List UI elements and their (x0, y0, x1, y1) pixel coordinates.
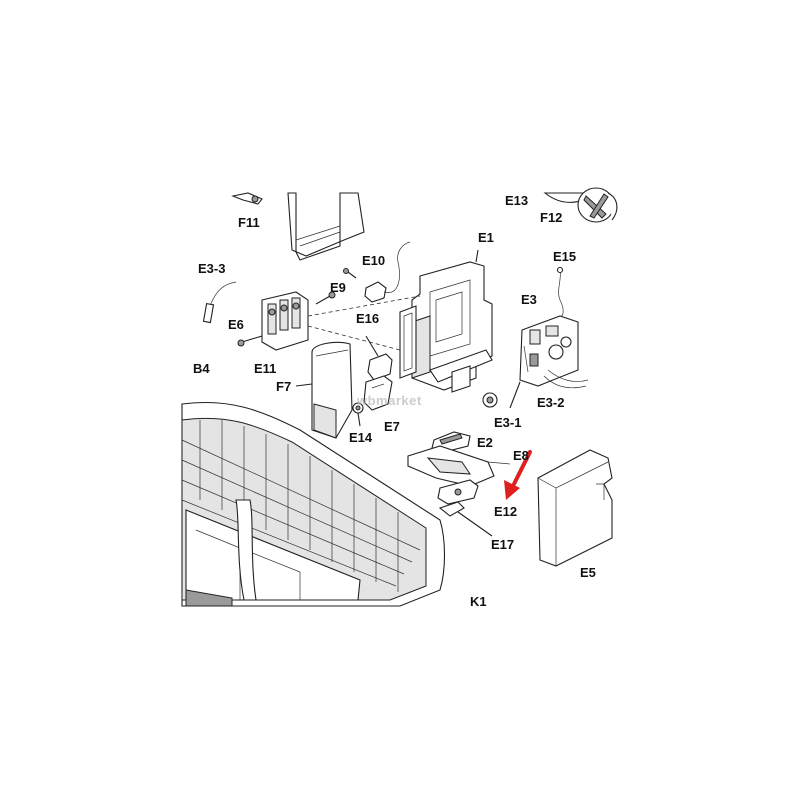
part-e16 (365, 335, 393, 381)
part-e3-pcb (509, 299, 589, 409)
label-e11: E11 (254, 361, 277, 376)
part-e6 (261, 291, 421, 351)
label-e3: E3 (521, 292, 537, 307)
label-f11: F11 (238, 215, 260, 230)
part-e5 (537, 449, 613, 567)
part-e11 (237, 335, 263, 347)
label-e10: E10 (362, 253, 386, 268)
part-f11 (231, 192, 263, 205)
label-e7: E7 (384, 419, 400, 434)
part-e7 (363, 375, 393, 411)
part-e10 (364, 241, 411, 303)
label-e3-1: E3-1 (494, 415, 522, 430)
highlight-arrow (504, 450, 532, 500)
part-e17 (438, 501, 493, 537)
part-e15 (556, 266, 564, 301)
label-e16: E16 (356, 311, 380, 326)
label-e14: E14 (349, 430, 373, 445)
label-e17: E17 (491, 537, 515, 552)
label-e12: E12 (494, 504, 518, 519)
part-e1-box (399, 249, 493, 393)
part-e8 (407, 445, 511, 487)
label-k1: K1 (470, 594, 487, 609)
label-e15: E15 (553, 249, 577, 264)
part-k1-unit (181, 401, 445, 607)
label-f12: F12 (540, 210, 563, 225)
label-e2: E2 (477, 435, 493, 450)
part-e12 (437, 479, 479, 505)
part-e9 (315, 268, 357, 305)
part-top-bracket (287, 192, 365, 261)
label-e6: E6 (228, 317, 244, 332)
label-b4: B4 (193, 361, 210, 376)
label-e9: E9 (330, 280, 346, 295)
part-small-bushing (482, 392, 498, 408)
label-e8: E8 (513, 448, 529, 463)
part-e3-3 (202, 281, 237, 324)
label-e13: E13 (505, 193, 529, 208)
label-e5: E5 (580, 565, 596, 580)
label-e3-3: E3-3 (198, 261, 226, 276)
label-e1: E1 (478, 230, 494, 245)
watermark: wbmarket (357, 393, 422, 408)
label-e3-2: E3-2 (537, 395, 565, 410)
label-f7: F7 (276, 379, 292, 394)
part-f7 (295, 341, 353, 439)
part-e14 (352, 402, 364, 427)
part-f12 (577, 187, 618, 223)
